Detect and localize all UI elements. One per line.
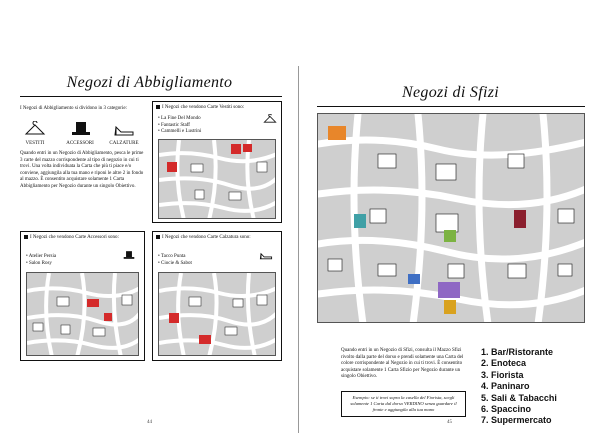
left-page-title: Negozi di Abbigliamento [66, 74, 233, 91]
vestiti-map [158, 139, 276, 219]
vestiti-heading: I Negozi che vendono Carte Vestiti sono: [156, 105, 280, 112]
legend-item: 3. Fiorista [481, 369, 524, 380]
left-body-text: Quando entri in un Negozio di Abbigliame… [20, 151, 144, 189]
category-calzature: CALZATURE [109, 141, 139, 146]
vestiti-list: La Fine Del Mondo Fantastic Staff Cammel… [158, 116, 201, 136]
accessori-list: Atelier Persia Salon Rosy [26, 254, 56, 267]
right-page-title: Negozi di Sfizi [402, 84, 499, 101]
list-item: Salon Rosy [26, 261, 56, 268]
accessori-box: I Negozi che vendono Carte Accessori son… [20, 231, 145, 361]
list-item: La Fine Del Mondo [158, 116, 201, 123]
vestiti-box: I Negozi che vendono Carte Vestiti sono:… [152, 101, 282, 223]
legend-item: 1. Bar/Ristorante [481, 347, 554, 357]
calzature-heading: I Negozi che vendono Carte Calzatura son… [156, 235, 280, 242]
legend-item: 6. Spaccino [481, 404, 532, 415]
list-item: Ciocie & Sabot [158, 261, 192, 268]
hanger-icon [24, 121, 46, 135]
intro-text: I Negozi di Abbigliamento si dividono in… [20, 106, 127, 111]
legend-item: 2. Enoteca [481, 358, 527, 369]
legend-item: 4. Paninaro [481, 381, 530, 392]
hat-icon [123, 251, 135, 259]
accessori-heading: I Negozi che vendono Carte Accessori son… [24, 235, 142, 242]
list-item: Atelier Persia [26, 254, 56, 261]
high-heel-icon [114, 125, 134, 136]
list-item: Tacco Punta [158, 254, 192, 261]
left-page: Negozi di Abbigliamento I Negozi di Abbi… [0, 66, 299, 433]
legend-item: 5. Sali & Tabacchi [481, 392, 557, 403]
list-item: Fantastic Staff [158, 123, 201, 130]
high-heel-icon [259, 252, 273, 260]
list-item: Cammelli e Lustrini [158, 129, 201, 136]
title-rule [20, 96, 282, 97]
page-number: 44 [147, 420, 152, 425]
hanger-icon [263, 114, 277, 123]
calzature-map [158, 272, 276, 356]
example-note: Esempio: se ti trovi sopra la casella de… [341, 391, 466, 417]
hat-icon [72, 122, 90, 135]
calzature-box: I Negozi che vendono Carte Calzatura son… [152, 231, 282, 361]
legend-item: 7. Supermercato [481, 415, 552, 426]
accessori-map [26, 272, 139, 356]
sfizi-map [317, 113, 585, 323]
page-number: 45 [447, 420, 452, 425]
category-accessori: ACCESSORI [66, 141, 94, 146]
category-vestiti: VESTITI [25, 141, 45, 146]
title-rule [317, 106, 585, 107]
right-body-text: Quando entri in un Negozio di Sfizi, con… [341, 348, 464, 379]
calzature-list: Tacco Punta Ciocie & Sabot [158, 254, 192, 267]
shop-legend: 1. Bar/Ristorante 2. Enoteca 3. Fiorista… [481, 347, 557, 427]
right-page: Negozi di Sfizi [301, 66, 600, 433]
